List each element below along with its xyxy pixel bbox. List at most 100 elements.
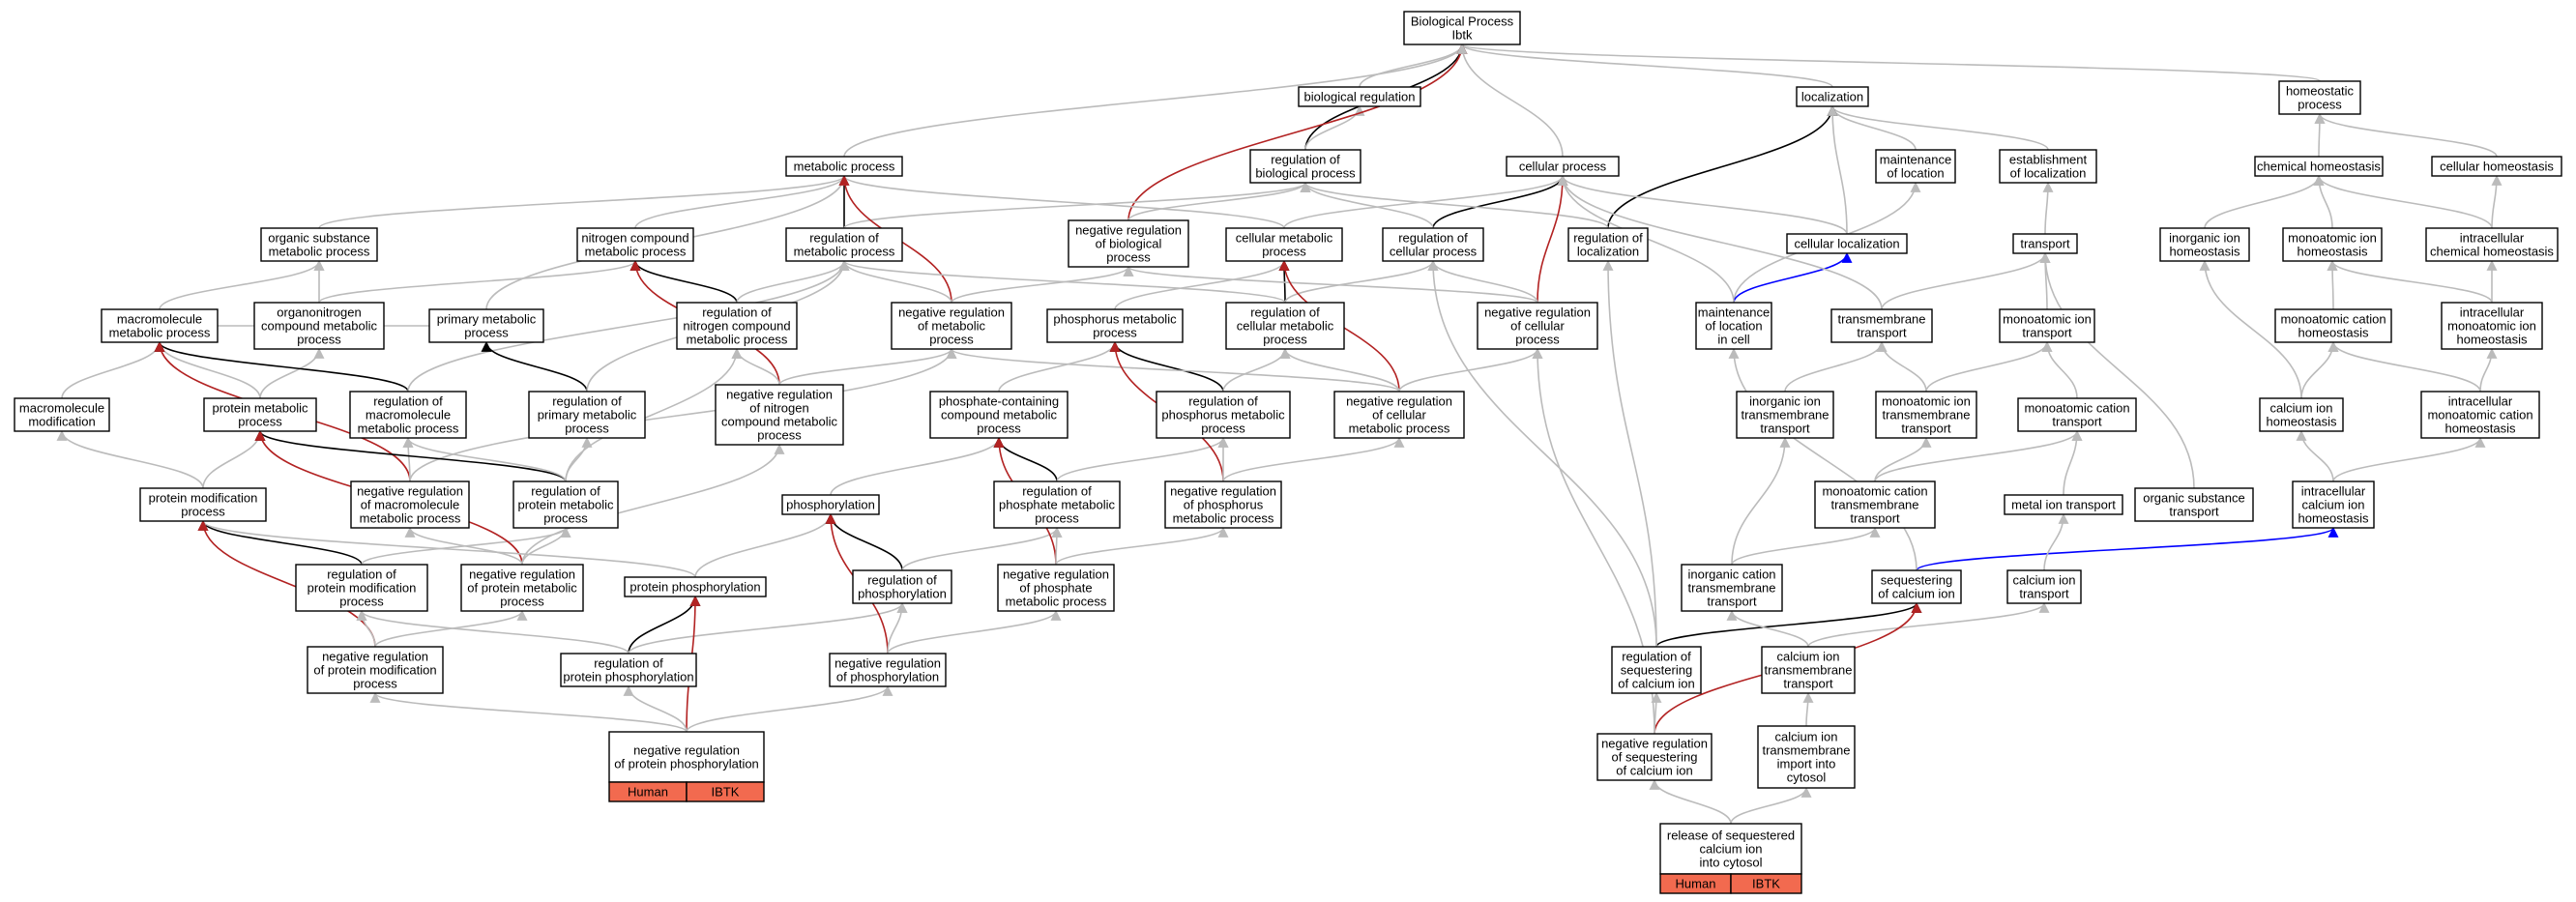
go-term-label: of protein metabolic xyxy=(467,581,577,596)
go-term-metal-ion-transport[interactable]: metal ion transport xyxy=(2004,494,2123,515)
go-term-label: cellular process xyxy=(1390,245,1478,259)
annotation-tag-ibtk: IBTK xyxy=(686,781,765,802)
go-term-label: monoatomic ion xyxy=(2447,319,2536,334)
go-term-box xyxy=(2134,487,2254,522)
go-term-label: of location xyxy=(1887,166,1944,181)
go-term-label: monoatomic ion xyxy=(2288,231,2377,246)
go-term-label: cellular localization xyxy=(1794,237,1899,251)
go-term-biological-regulation[interactable]: biological regulation xyxy=(1298,86,1421,107)
go-term-label: transmembrane xyxy=(1764,663,1852,678)
edge-is-a xyxy=(1731,436,1791,566)
go-term-chemical-homeostasis[interactable]: chemical homeostasis xyxy=(2254,156,2384,177)
go-term-cellular-homeostasis[interactable]: cellular homeostasis xyxy=(2431,156,2562,177)
edge-part-of xyxy=(1733,251,1853,304)
go-term-phosphorylation[interactable]: phosphorylation xyxy=(781,494,880,515)
go-term-label: regulation of xyxy=(594,656,663,671)
go-term-box xyxy=(1830,308,1933,343)
go-term-label: phosphate metabolic xyxy=(999,498,1115,512)
go-term-label: Biological Process xyxy=(1411,15,1514,29)
edge-negatively-regulates xyxy=(1127,43,1468,221)
go-term-protein-phosphorylation[interactable]: protein phosphorylation xyxy=(624,576,767,597)
edge-is-a xyxy=(1427,259,1538,304)
edge-is-a xyxy=(1874,436,1932,482)
go-term-box xyxy=(350,480,470,529)
edge-is-a xyxy=(565,436,593,482)
go-term-transport[interactable]: transport xyxy=(2012,233,2078,254)
go-term-cellular-localization[interactable]: cellular localization xyxy=(1786,233,1908,254)
go-term-cellular-process[interactable]: cellular process xyxy=(1506,156,1620,177)
go-term-box xyxy=(2292,480,2375,529)
go-term-box xyxy=(528,391,646,439)
go-term-metabolic-process[interactable]: metabolic process xyxy=(785,156,903,177)
edge-regulates xyxy=(1109,340,1224,393)
edge-is-a xyxy=(2332,436,2486,482)
go-term-localization[interactable]: localization xyxy=(1796,86,1869,107)
